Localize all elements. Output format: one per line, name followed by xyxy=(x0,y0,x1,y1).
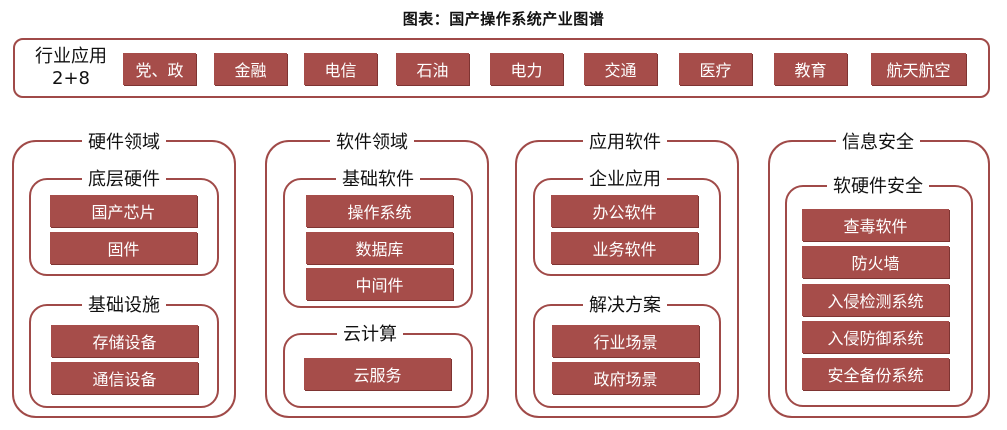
item-antivirus-software: 查毒软件 xyxy=(802,209,949,241)
item-database: 数据库 xyxy=(306,232,453,264)
item-government-scenario: 政府场景 xyxy=(552,362,699,394)
item-industry-scenario: 行业场景 xyxy=(552,325,699,357)
group-title-solutions: 解决方案 xyxy=(583,291,667,317)
software-domain-title: 软件领域 xyxy=(330,128,414,154)
information-security-title: 信息安全 xyxy=(836,128,920,154)
group-title-base-hardware: 底层硬件 xyxy=(82,165,166,191)
industry-item-finance: 金融 xyxy=(214,53,287,85)
diagram-title: 图表：国产操作系统产业图谱 xyxy=(402,10,605,28)
group-title-enterprise-app: 企业应用 xyxy=(583,165,667,191)
item-intrusion-prevention: 入侵防御系统 xyxy=(802,321,949,353)
item-firmware: 固件 xyxy=(50,232,197,264)
industry-item-party-gov: 党、政 xyxy=(123,53,196,85)
group-title-base-software: 基础软件 xyxy=(336,165,420,191)
industry-item-telecom: 电信 xyxy=(304,53,377,85)
application-software-title: 应用软件 xyxy=(583,128,667,154)
item-storage-device: 存储设备 xyxy=(51,325,198,357)
hardware-domain-title: 硬件领域 xyxy=(82,128,166,154)
item-domestic-chip: 国产芯片 xyxy=(50,195,197,227)
industry-item-transport: 交通 xyxy=(584,53,657,85)
item-security-backup: 安全备份系统 xyxy=(802,358,949,390)
item-communication-device: 通信设备 xyxy=(51,362,198,394)
industry-item-power: 电力 xyxy=(490,53,563,85)
item-operating-system: 操作系统 xyxy=(306,195,453,227)
industry-item-medical: 医疗 xyxy=(679,53,752,85)
group-title-cloud-computing: 云计算 xyxy=(337,320,403,346)
industry-label-line2: 2+8 xyxy=(52,68,90,89)
industry-item-education: 教育 xyxy=(774,53,847,85)
industry-label: 行业应用 2+8 xyxy=(27,46,115,90)
item-office-software: 办公软件 xyxy=(551,195,698,227)
industry-label-line1: 行业应用 xyxy=(35,46,107,67)
industry-item-aerospace: 航天航空 xyxy=(871,53,966,85)
group-title-hw-sw-security: 软硬件安全 xyxy=(827,172,929,198)
industry-item-petroleum: 石油 xyxy=(396,53,469,85)
item-intrusion-detection: 入侵检测系统 xyxy=(802,284,949,316)
item-firewall: 防火墙 xyxy=(802,246,949,278)
item-middleware: 中间件 xyxy=(306,268,453,300)
group-title-infrastructure: 基础设施 xyxy=(82,291,166,317)
item-cloud-service: 云服务 xyxy=(304,358,451,390)
item-business-software: 业务软件 xyxy=(551,232,698,264)
